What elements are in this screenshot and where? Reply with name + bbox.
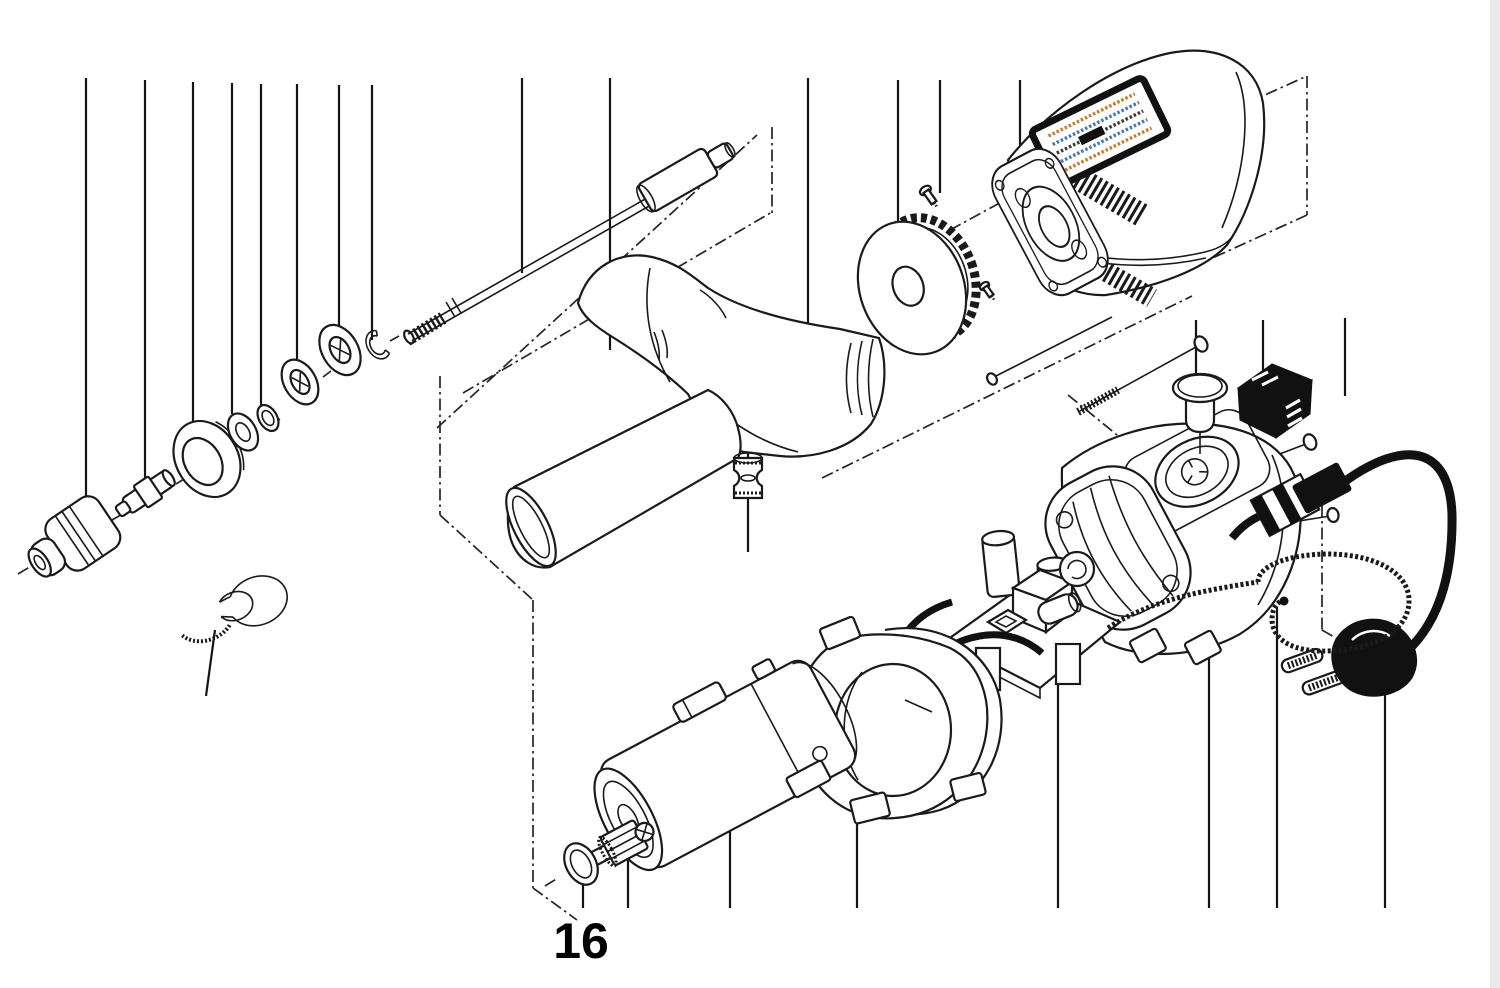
chuck xyxy=(27,495,122,578)
circlip xyxy=(365,329,391,360)
gear-housing xyxy=(505,254,886,569)
washer xyxy=(226,412,260,452)
screw-small-top xyxy=(918,184,939,209)
power-cord xyxy=(1228,450,1457,697)
ball-bearing-rear xyxy=(318,323,362,377)
main-housing-shell xyxy=(1044,409,1302,666)
slide-switch xyxy=(1236,363,1314,440)
screw-small-front xyxy=(978,280,996,301)
flexible-shaft xyxy=(402,142,736,346)
plug xyxy=(1280,618,1418,697)
callout-16-label: 16 xyxy=(553,913,609,969)
retaining-ring xyxy=(256,403,280,433)
right-edge-strip xyxy=(1490,0,1500,988)
collet xyxy=(114,469,176,518)
motor-end-cap xyxy=(991,147,1109,297)
rating-label xyxy=(1028,75,1172,189)
front-ring-16 xyxy=(563,842,599,886)
ball-bearing-front xyxy=(280,358,320,406)
push-button xyxy=(1171,372,1229,454)
cord-clamp-bail xyxy=(1106,551,1412,654)
retaining-clip xyxy=(181,575,288,644)
fan-gear xyxy=(856,213,981,356)
coupling xyxy=(732,452,764,500)
motor xyxy=(581,658,858,872)
